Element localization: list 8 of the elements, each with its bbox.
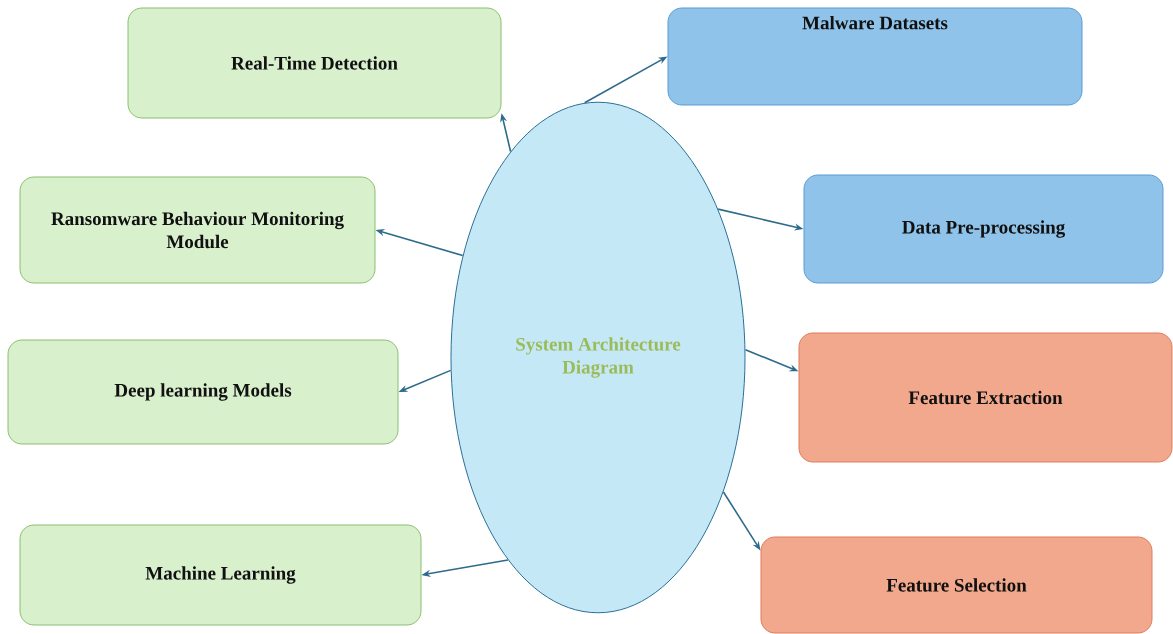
process-box: Deep learning Models <box>7 339 399 445</box>
process-box: Malware Datasets <box>667 7 1083 106</box>
process-box: Feature Extraction <box>798 332 1173 463</box>
process-box: Ransomware Behaviour Monitoring Module <box>19 176 376 284</box>
process-box: Real-Time Detection <box>127 7 502 119</box>
process-box: Machine Learning <box>19 524 422 626</box>
process-box: Feature Selection <box>760 536 1153 634</box>
process-box: Data Pre-processing <box>803 174 1164 284</box>
